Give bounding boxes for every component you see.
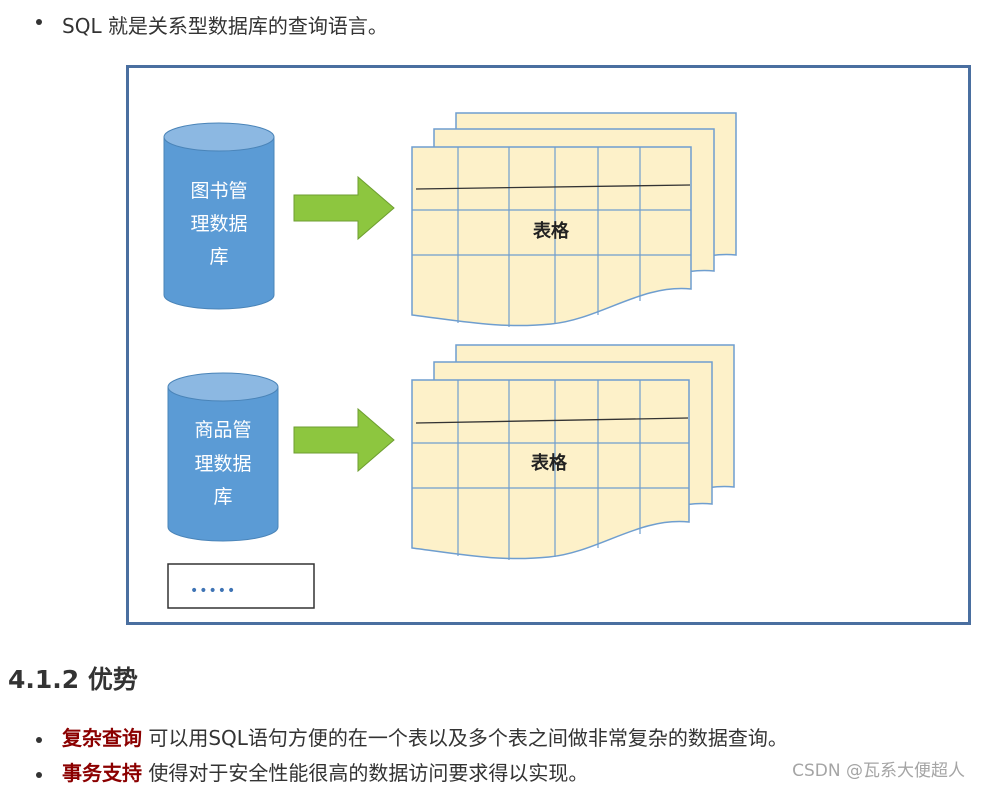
database-diagram: 图书管 理数据 库 表格	[126, 65, 971, 625]
advantage-desc: 使得对于安全性能很高的数据访问要求得以实现。	[142, 761, 589, 785]
arrow-right-icon	[293, 175, 395, 241]
advantage-item: 事务支持 使得对于安全性能很高的数据访问要求得以实现。	[62, 757, 588, 786]
table-stack-icon: 表格	[411, 112, 737, 327]
database-label-line: 图书管	[190, 180, 247, 202]
bullet-dot	[36, 772, 42, 778]
bullet-dot	[36, 737, 42, 743]
bullet-dot	[36, 19, 42, 25]
database-label-line: 库	[213, 486, 232, 508]
table-label: 表格	[533, 220, 570, 242]
section-heading: 4.1.2 优势	[8, 665, 138, 694]
database-group-product: 商品管 理数据 库 表格	[167, 344, 735, 560]
table-stack-icon: 表格	[411, 344, 735, 560]
more-label: •••••	[190, 583, 236, 599]
arrow-right-icon	[293, 407, 395, 473]
more-databases-box: •••••	[167, 563, 315, 609]
database-cylinder-icon: 商品管 理数据 库	[167, 372, 279, 542]
database-label-line: 商品管	[194, 419, 251, 441]
database-group-library: 图书管 理数据 库 表格	[163, 112, 737, 327]
advantage-title: 事务支持	[62, 761, 142, 785]
advantage-title: 复杂查询	[62, 726, 142, 750]
database-label-line: 库	[209, 246, 228, 268]
table-label: 表格	[531, 452, 568, 474]
advantage-item: 复杂查询 可以用SQL语句方便的在一个表以及多个表之间做非常复杂的数据查询。	[62, 722, 788, 751]
database-cylinder-icon: 图书管 理数据 库	[163, 122, 275, 310]
database-label-line: 理数据	[190, 213, 247, 235]
database-label-line: 理数据	[194, 453, 251, 475]
watermark: CSDN @瓦系大便超人	[792, 761, 965, 781]
intro-text: SQL 就是关系型数据库的查询语言。	[62, 14, 388, 38]
advantage-desc: 可以用SQL语句方便的在一个表以及多个表之间做非常复杂的数据查询。	[142, 726, 788, 750]
